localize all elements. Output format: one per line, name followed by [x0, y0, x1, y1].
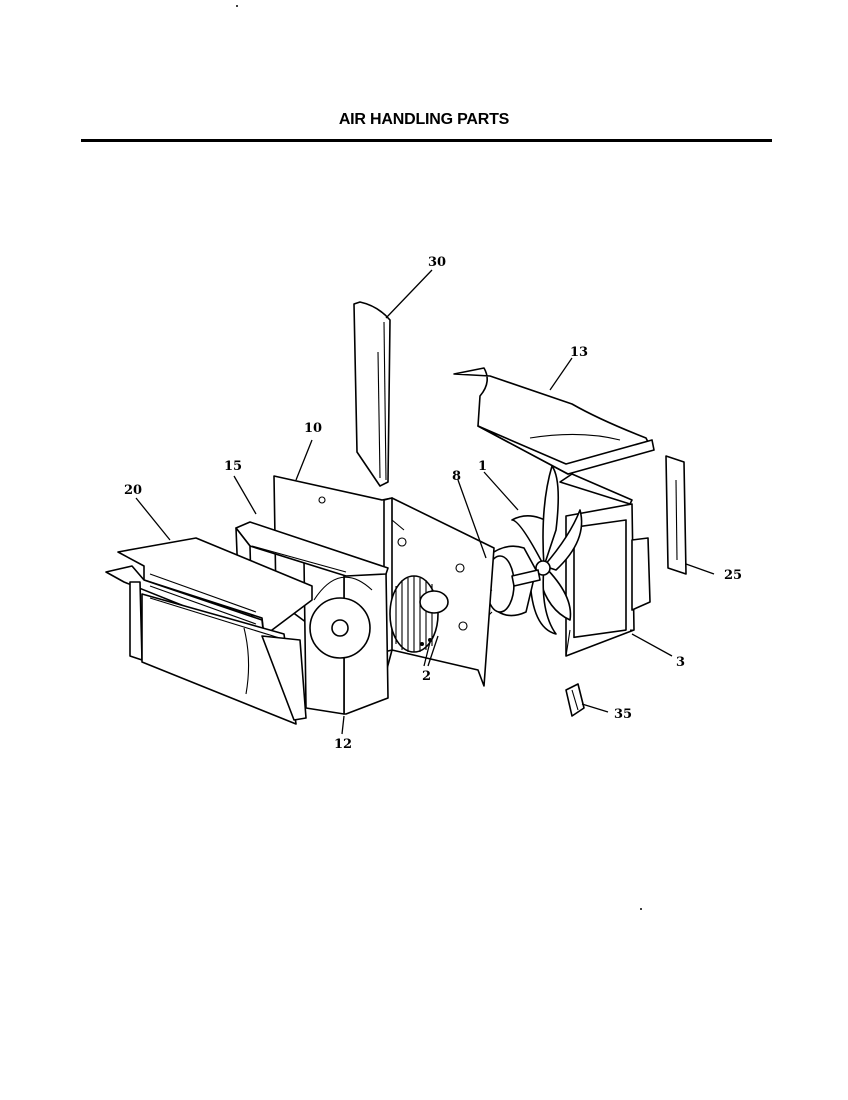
callout-30: 30: [428, 255, 446, 270]
callout-13: 13: [570, 345, 588, 360]
callout-10: 10: [304, 421, 322, 436]
leader-lines: [135, 269, 715, 735]
part-3-condenser-frame: [559, 473, 651, 657]
callout-15: 15: [224, 459, 242, 474]
callout-labels: 30 13 10 15 20 8 1 25 3 35 2 12: [124, 255, 742, 752]
callout-8: 8: [452, 469, 461, 484]
callout-25: 25: [724, 568, 742, 583]
page-title: AIR HANDLING PARTS: [338, 111, 510, 128]
part-20-front-grille: [105, 537, 313, 725]
callout-20: 20: [124, 483, 142, 498]
part-1-fan-blade: [511, 465, 583, 635]
part-30-baffle: [353, 301, 391, 487]
scan-specks: [236, 5, 642, 910]
part-2-blower-wheel: [389, 575, 449, 653]
part-8-fan-motor: [479, 545, 541, 621]
title-rule: [81, 139, 772, 142]
callout-2: 2: [422, 669, 431, 684]
part-13-top-cover: [453, 367, 655, 475]
callout-1: 1: [478, 459, 487, 474]
part-35-bracket: [565, 683, 585, 717]
callout-3: 3: [676, 655, 685, 670]
callout-12: 12: [334, 737, 352, 752]
callout-35: 35: [614, 707, 632, 722]
part-12-blower-housing: [303, 559, 389, 715]
part-25-side-panel: [665, 455, 687, 575]
